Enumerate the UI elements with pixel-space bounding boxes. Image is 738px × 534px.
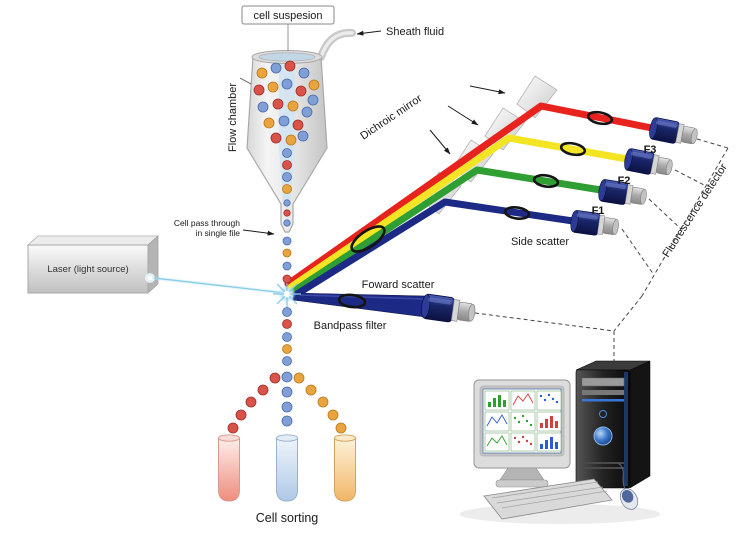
sheath-fluid-tube [317, 28, 356, 61]
flow-chamber-leader [239, 77, 252, 85]
laser-beam [153, 276, 286, 295]
laser-source: Laser (light source) [26, 235, 160, 294]
label-dichroic-mirror: Dichroic mirror [358, 92, 424, 142]
label-cell-pass-1: Cell pass through [174, 218, 240, 228]
label-f3: F3 [644, 144, 657, 156]
monitor-base [495, 479, 549, 488]
beam-red [284, 102, 656, 288]
label-cell-pass-2: in single file [196, 228, 241, 238]
sheath-fluid-arrow [356, 30, 382, 36]
collection-tube-orange [334, 434, 356, 502]
laser-flash [273, 280, 301, 308]
label-flow-chamber: Flow chamber [227, 83, 239, 152]
beam-coils [337, 110, 614, 309]
forward-signal-line [474, 312, 615, 332]
cell-suspension-callout: cell suspesion [241, 5, 335, 51]
computer-tower [575, 360, 651, 489]
monitor-stand [499, 467, 545, 481]
cell-suspension-box [241, 5, 335, 25]
mouse [617, 462, 639, 510]
label-forward-scatter: Foward scatter [362, 279, 435, 291]
label-f2: F2 [618, 175, 631, 187]
power-button [599, 410, 607, 418]
dichroic-arrow-3 [469, 85, 506, 95]
beam-green [290, 166, 605, 295]
beads-orange [256, 67, 347, 434]
dichroic-arrow-1 [429, 129, 451, 155]
label-cell-suspension: cell suspesion [253, 10, 322, 22]
collection-tube-red [218, 434, 240, 502]
beads-red [227, 60, 307, 434]
label-bandpass-filter: Bandpass filter [314, 320, 387, 332]
beam-yellow [287, 134, 631, 291]
beads-blue [257, 62, 319, 427]
beam-coil-f3 [586, 110, 614, 126]
keyboard [483, 478, 613, 520]
beam-coil-f2 [559, 141, 587, 157]
label-laser: Laser (light source) [47, 264, 128, 275]
mouse-cable [617, 462, 626, 490]
beam-coil-forward [337, 293, 367, 309]
label-f1: F1 [592, 205, 605, 217]
detector-forward-scatter [419, 292, 478, 326]
cell-pass-callout: Cell pass through in single file [174, 218, 275, 238]
computer-monitor [473, 379, 571, 488]
collection-tube-blue [276, 434, 298, 502]
cell-pass-arrow [242, 229, 275, 236]
label-sheath-fluid: Sheath fluid [386, 26, 444, 38]
beam-coil-f1 [532, 173, 560, 189]
tower-logo [593, 426, 613, 446]
beam-coil-side-scatter [503, 206, 531, 220]
beam-coil-main [350, 225, 386, 253]
dichroic-arrow-2 [447, 105, 479, 126]
fluorescence-beams [284, 102, 656, 298]
label-side-scatter: Side scatter [511, 236, 569, 248]
label-cell-sorting: Cell sorting [256, 511, 319, 525]
label-fluorescence-detector: Fluorescence detector [660, 162, 730, 260]
cd-drive [581, 377, 625, 387]
collection-tubes [218, 434, 356, 502]
detector-f3 [647, 116, 700, 149]
screen-plots [484, 390, 562, 452]
fluorescence-bracket-line [641, 147, 729, 297]
computer-workstation [460, 360, 660, 524]
beam-side-scatter [293, 198, 577, 298]
